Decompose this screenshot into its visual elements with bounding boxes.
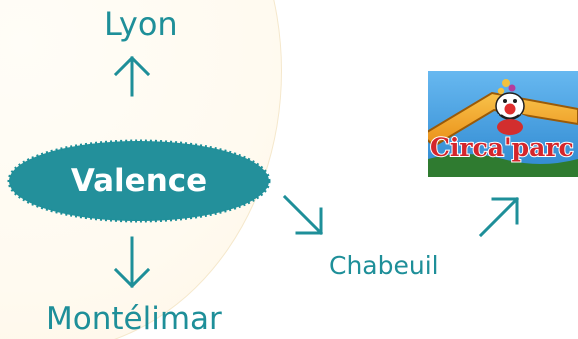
center-node-label: Valence bbox=[70, 163, 208, 199]
circaparc-logo: Circa'parc bbox=[428, 71, 578, 177]
arrow-up-right-icon bbox=[477, 193, 523, 239]
arrow-down-icon bbox=[112, 236, 152, 290]
destination-lyon: Lyon bbox=[104, 5, 178, 43]
arrow-down-right-icon bbox=[281, 193, 327, 239]
arrow-up-icon bbox=[112, 54, 152, 98]
destination-chabeuil: Chabeuil bbox=[329, 251, 439, 280]
destination-montelimar: Montélimar bbox=[46, 301, 222, 337]
center-node: Valence bbox=[6, 138, 272, 224]
circaparc-logo-wordmark: Circa'parc bbox=[430, 133, 574, 162]
